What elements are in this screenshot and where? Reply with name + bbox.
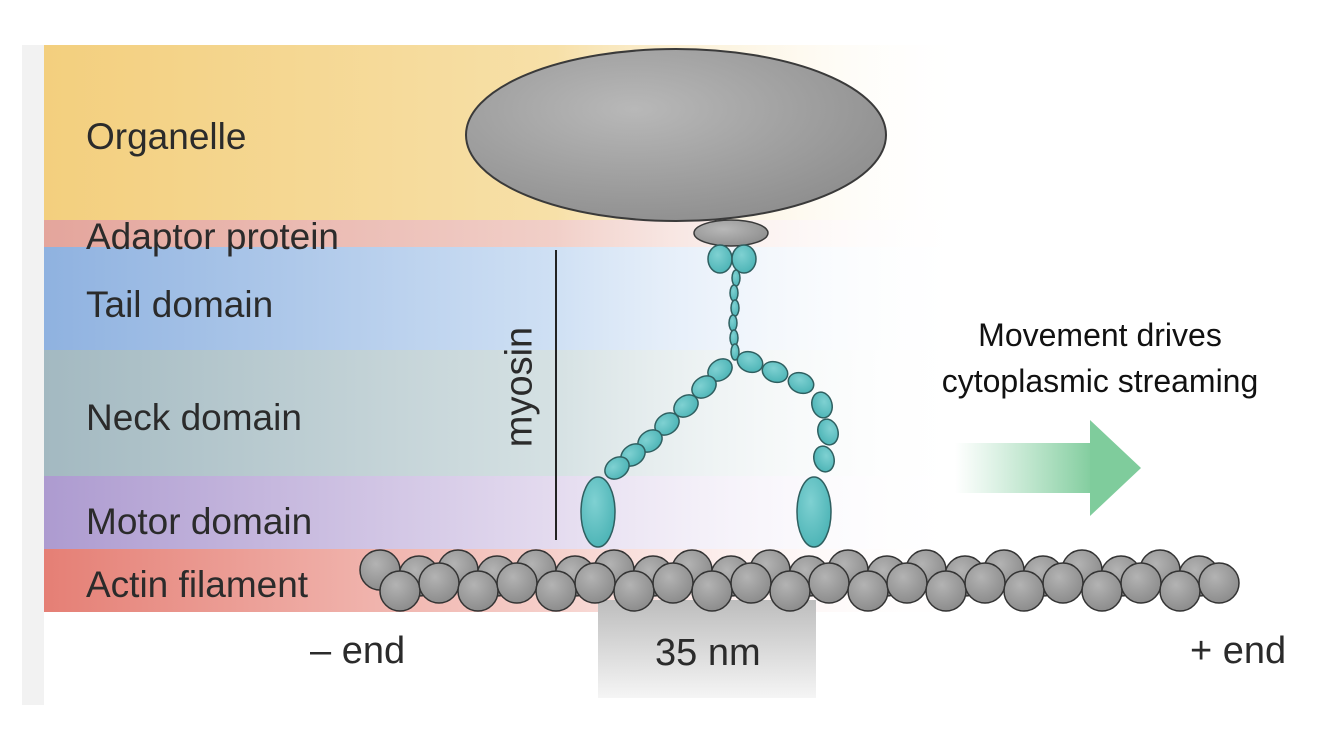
minus-end-label: – end (310, 630, 406, 672)
actin-bead (925, 570, 967, 612)
myosin-neck-light-chain (691, 375, 717, 399)
tail-band (44, 247, 974, 350)
actin-bead (1120, 562, 1162, 604)
actin-bead (457, 570, 499, 612)
myosin-neck-light-chain (761, 360, 789, 384)
actin-bead (496, 562, 538, 604)
actin-bead (847, 570, 889, 612)
myosin-neck-light-chain (787, 371, 815, 395)
plus-end-label: + end (1190, 630, 1287, 672)
actin-bead (964, 562, 1006, 604)
myosin-coiled-coil-segment (729, 284, 739, 302)
myosin-coiled-coil-segment (731, 269, 741, 287)
myosin-tail-bead (731, 244, 757, 274)
actin-bead (379, 570, 421, 612)
step-size-label: 35 nm (655, 632, 761, 674)
myosin-coiled-coil-segment (730, 343, 740, 361)
actin-bead (730, 562, 772, 604)
adaptor-protein-label: Adaptor protein (86, 216, 340, 257)
myosin-motor-head-right (796, 476, 832, 548)
myosin-neck-light-chain (813, 445, 835, 473)
actin-bead (691, 570, 733, 612)
myosin-tail-bead (707, 244, 733, 274)
actin-bead (418, 562, 460, 604)
actin-bead (1198, 562, 1240, 604)
myosin-coiled-coil-segment (728, 314, 738, 332)
neck-domain-label: Neck domain (86, 397, 302, 438)
actin-bead (574, 562, 616, 604)
myosin-neck-light-chain (817, 418, 839, 446)
movement-caption-line1: Movement drives (978, 317, 1222, 353)
actin-bead (652, 562, 694, 604)
actin-bead (1042, 562, 1084, 604)
actin-bead (1081, 570, 1123, 612)
actin-filament-label: Actin filament (86, 564, 309, 605)
step-size-bar (598, 600, 816, 698)
adaptor-band (44, 220, 974, 247)
organelle-label: Organelle (86, 116, 247, 157)
myosin-neck-light-chain (604, 456, 630, 480)
left-margin-strip (22, 45, 44, 705)
tail-domain-label: Tail domain (86, 284, 274, 325)
myosin-neck-light-chain (811, 391, 833, 419)
myosin-motor-head-left (580, 476, 616, 548)
myosin-molecule (580, 244, 839, 548)
adaptor-protein-shape (693, 219, 769, 247)
actin-bead (808, 562, 850, 604)
movement-caption: Movement drives cytoplasmic streaming (900, 312, 1300, 404)
actin-bead (769, 570, 811, 612)
motor-domain-label: Motor domain (86, 501, 313, 542)
myosin-coiled-coil-segment (730, 299, 740, 317)
myosin-label: myosin (498, 326, 541, 448)
actin-bead (535, 570, 577, 612)
organelle-shape (465, 48, 887, 222)
actin-bead (613, 570, 655, 612)
myosin-neck-light-chain (736, 350, 764, 374)
movement-caption-line2: cytoplasmic streaming (941, 363, 1259, 399)
actin-bead (1003, 570, 1045, 612)
actin-bead (886, 562, 928, 604)
actin-bead (1159, 570, 1201, 612)
actin-filament (359, 549, 1240, 612)
movement-arrow (955, 420, 1141, 516)
